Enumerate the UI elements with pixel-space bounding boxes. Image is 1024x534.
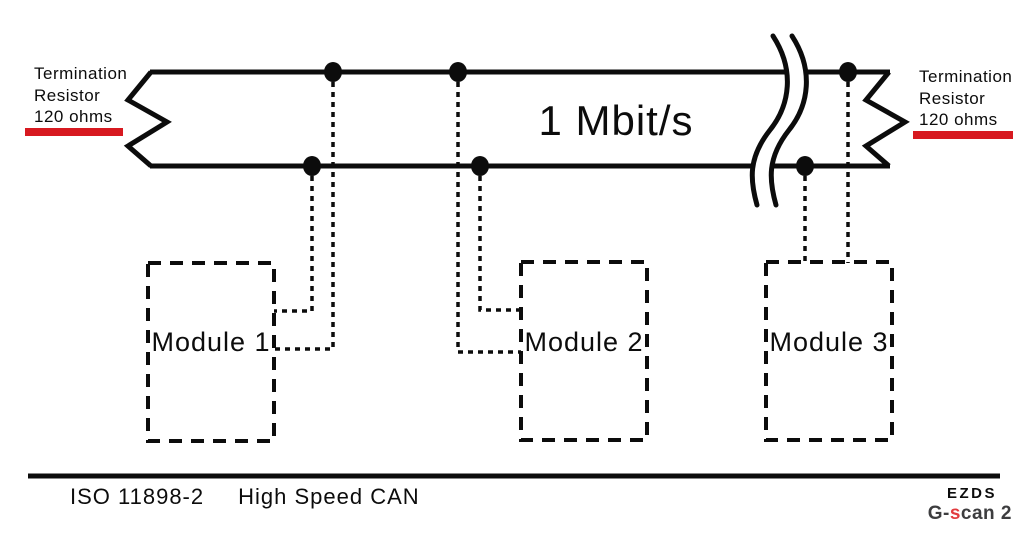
module1-canhigh-stub xyxy=(274,72,335,351)
footer-brand: EZDS xyxy=(946,485,997,502)
termination-label-right: Termination Resistor 120 ohms xyxy=(919,66,1012,131)
gscan-logo-suffix: can 2 xyxy=(960,503,1012,524)
bus-node-dot xyxy=(471,156,489,176)
termination-label-right-line1: Termination xyxy=(919,67,1013,86)
termination-resistor-left-symbol xyxy=(123,70,172,168)
termination-label-left-line2: Resistor xyxy=(34,85,101,105)
module1-canlow-stub xyxy=(274,166,314,313)
bus-speed-label: 1 Mbit/s xyxy=(538,97,694,144)
gscan-logo-prefix: G- xyxy=(927,503,950,524)
termination-label-left-line3: 120 ohms xyxy=(34,107,113,126)
bus-break-gap xyxy=(753,23,807,219)
bus-node-dot xyxy=(796,156,814,176)
footer-standard: ISO 11898-2 xyxy=(70,484,205,509)
bus-node-dot xyxy=(303,156,321,176)
bus-break-curve-left xyxy=(749,33,790,208)
module-3-label: Module 3 xyxy=(769,327,889,357)
termination-label-left: Termination Resistor 120 ohms xyxy=(34,63,127,128)
module-2-label: Module 2 xyxy=(524,327,644,357)
termination-label-left-line1: Termination xyxy=(34,64,128,83)
bus-node-dot xyxy=(324,62,342,82)
footer-caption: ISO 11898-2 High Speed CAN xyxy=(70,484,420,510)
termination-resistor-right-symbol xyxy=(861,70,910,168)
module2-canlow-stub xyxy=(478,166,521,312)
module-3-box xyxy=(764,260,894,442)
module-2-box xyxy=(519,260,649,442)
module-1-label: Module 1 xyxy=(151,327,271,357)
footer-protocol: High Speed CAN xyxy=(238,484,420,509)
module-1-box xyxy=(146,261,276,443)
termination-underline-left xyxy=(25,128,123,136)
termination-label-right-line3: 120 ohms xyxy=(919,110,998,129)
termination-label-right-line2: Resistor xyxy=(919,88,986,108)
gscan-logo-accent: s xyxy=(949,503,961,524)
termination-underline-right xyxy=(913,131,1013,139)
bus-node-dot xyxy=(449,62,467,82)
gscan-logo: G-scan 2 xyxy=(880,503,1012,525)
module2-canhigh-stub xyxy=(456,72,521,354)
bus-node-dot xyxy=(839,62,857,82)
bus-break-curve-right xyxy=(768,33,809,208)
